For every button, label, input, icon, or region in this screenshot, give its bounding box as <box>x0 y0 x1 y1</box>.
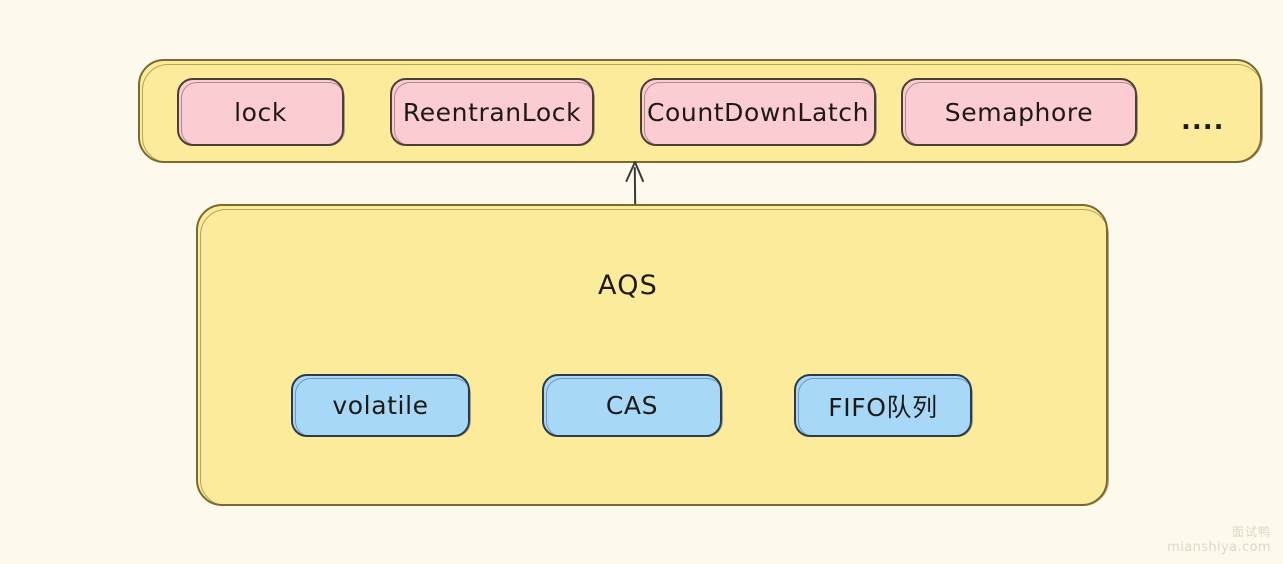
node-reentranlock[interactable]: ReentranLock <box>390 78 595 146</box>
aqs-title: AQS <box>598 270 658 301</box>
watermark-brand-cn: 面试鸭 <box>1231 524 1271 539</box>
node-cas-label: CAS <box>605 391 659 420</box>
node-lock[interactable]: lock <box>177 78 345 146</box>
node-cas[interactable]: CAS <box>542 374 723 437</box>
node-reentranlock-label: ReentranLock <box>402 97 582 127</box>
node-fifo-queue[interactable]: FIFO队列 <box>794 374 973 437</box>
inheritance-arrow-icon <box>625 161 644 210</box>
node-countdownlatch-label: CountDownLatch <box>646 97 870 127</box>
node-lock-label: lock <box>234 97 287 127</box>
node-fifo-queue-label: FIFO队列 <box>828 392 938 422</box>
node-semaphore-label: Semaphore <box>944 97 1094 127</box>
node-volatile-label: volatile <box>332 391 429 420</box>
node-semaphore[interactable]: Semaphore <box>901 78 1138 146</box>
aqs-group <box>196 204 1109 506</box>
node-countdownlatch[interactable]: CountDownLatch <box>640 78 877 146</box>
watermark: 面试鸭 mianshiya.com <box>1167 525 1271 556</box>
ellipsis-label: .... <box>1181 106 1225 136</box>
node-volatile[interactable]: volatile <box>291 374 471 437</box>
watermark-url: mianshiya.com <box>1167 539 1271 555</box>
